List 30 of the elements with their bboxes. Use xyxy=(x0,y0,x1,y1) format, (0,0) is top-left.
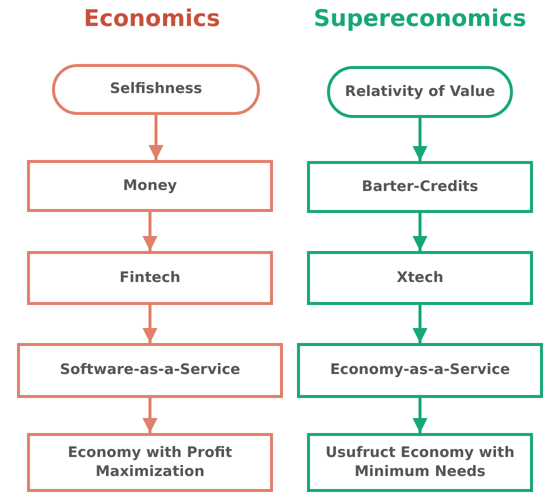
process-box xyxy=(17,343,283,398)
arrow xyxy=(142,305,158,343)
process-box xyxy=(307,433,533,492)
process-box xyxy=(27,160,273,212)
start-terminal xyxy=(52,64,260,115)
node-label: Selfishness xyxy=(108,80,204,99)
node-label: Fintech xyxy=(118,268,182,288)
arrow xyxy=(148,115,164,160)
node-label: Software-as-a-Service xyxy=(58,361,242,380)
node-label: Xtech xyxy=(396,268,444,288)
process-box xyxy=(307,161,533,213)
process-box xyxy=(307,251,533,305)
start-terminal xyxy=(327,66,513,118)
arrow xyxy=(412,213,428,251)
node-label: Economy with Profit Maximization xyxy=(66,444,234,482)
process-box xyxy=(27,251,273,305)
process-box xyxy=(27,433,273,492)
arrow xyxy=(412,305,428,343)
process-box xyxy=(297,343,543,398)
node-label: Economy-as-a-Service xyxy=(329,361,511,380)
arrow xyxy=(142,398,158,433)
node-label: Usufruct Economy with Minimum Needs xyxy=(324,444,516,482)
node-label: Relativity of Value xyxy=(344,82,496,102)
node-label: Barter-Credits xyxy=(360,178,480,196)
arrow xyxy=(412,398,428,433)
arrow xyxy=(412,118,428,161)
column-heading: Supereconomics xyxy=(312,6,528,32)
arrow xyxy=(142,212,158,251)
node-label: Money xyxy=(122,176,178,196)
column-heading: Economics xyxy=(82,6,222,32)
